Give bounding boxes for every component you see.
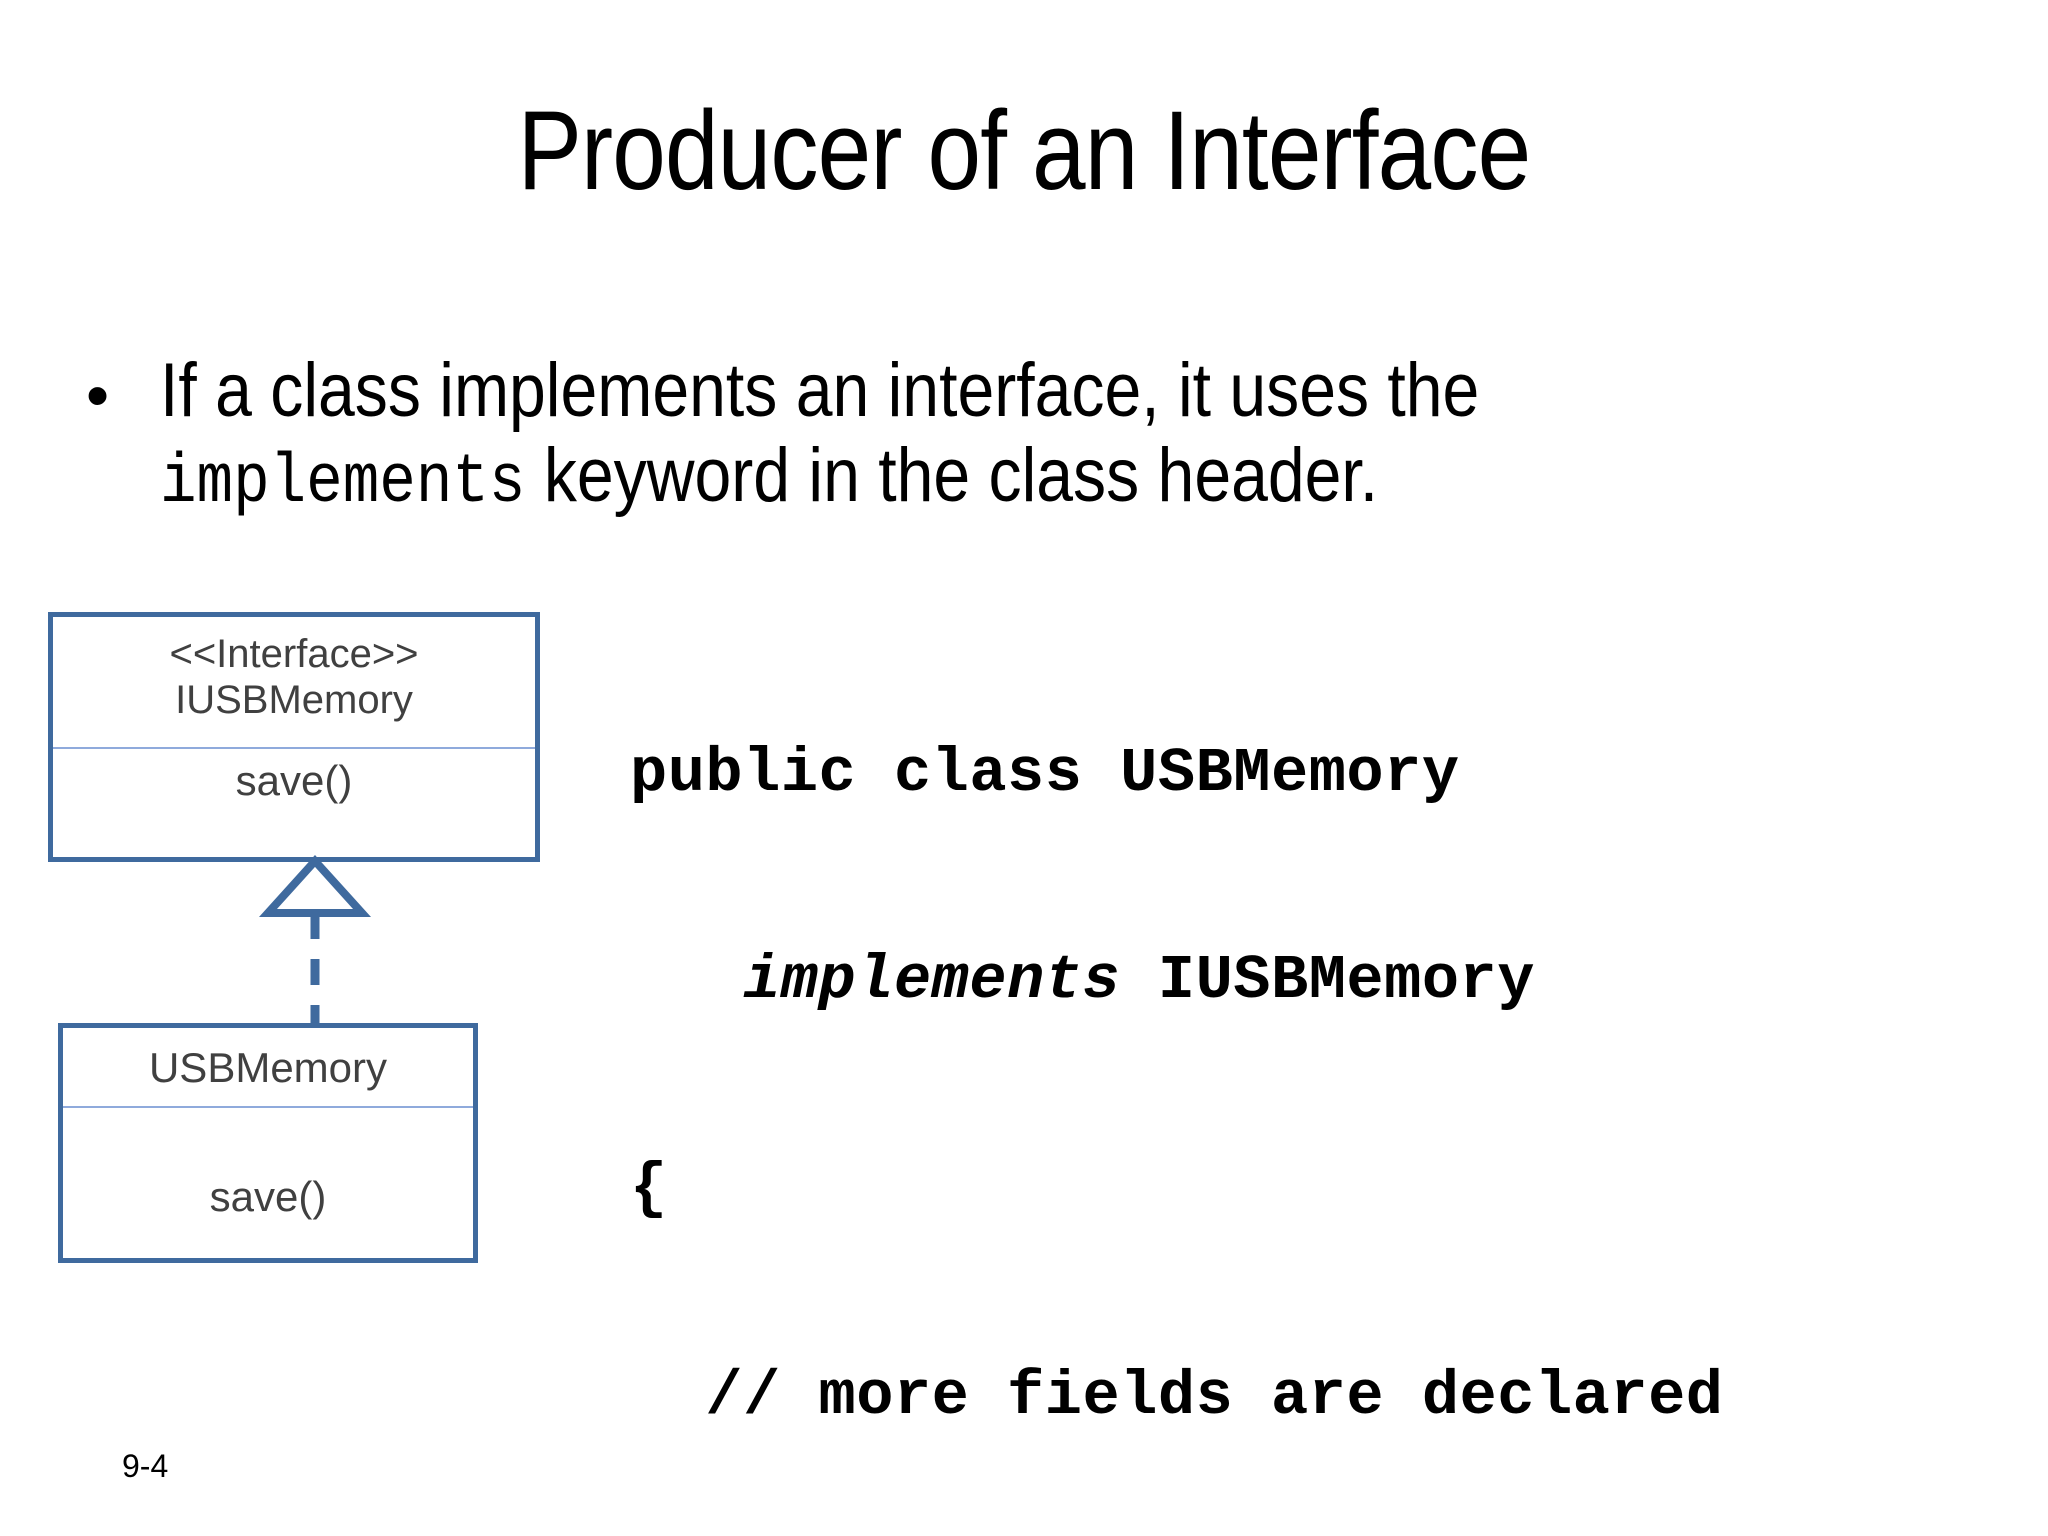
uml-class-box[interactable]: USBMemory save()	[58, 1023, 478, 1263]
uml-class-diagram: <<Interface>> IUSBMemory save() USBMemor…	[0, 0, 700, 1536]
uml-interface-stereotype: <<Interface>>	[169, 632, 419, 676]
uml-class-header: USBMemory	[63, 1044, 473, 1093]
uml-interface-method: save()	[235, 757, 353, 804]
bullet-text: If a class implements an interface, it u…	[160, 348, 1743, 524]
page-number: 9-4	[122, 1448, 169, 1484]
bullet-text-before: If a class implements an interface, it u…	[160, 348, 1480, 433]
code-keyword-implements: implements	[743, 945, 1121, 1017]
code-line-3: {	[630, 1153, 668, 1225]
code-line-2-rest: IUSBMemory	[1120, 945, 1535, 1017]
uml-interface-box[interactable]: <<Interface>> IUSBMemory save()	[48, 612, 540, 862]
code-sample: public class USBMemory implements IUSBMe…	[630, 614, 2030, 1536]
uml-class-name: USBMemory	[148, 1044, 388, 1091]
uml-interface-name: IUSBMemory	[175, 678, 413, 723]
code-line-2-indent	[630, 945, 743, 1016]
bullet-keyword-implements: implements	[160, 444, 526, 524]
uml-interface-divider	[53, 747, 535, 749]
bullet-text-after: keyword in the class header.	[525, 433, 1379, 519]
code-line-2: implements IUSBMemory	[630, 949, 2030, 1029]
page-title: Producer of an Interface	[517, 88, 1532, 213]
uml-interface-header: <<Interface>> IUSBMemory	[53, 631, 535, 724]
uml-class-method: save()	[209, 1173, 327, 1220]
uml-class-divider	[63, 1106, 473, 1108]
code-line-1: public class USBMemory	[630, 737, 1460, 809]
realization-arrow-icon	[258, 855, 372, 1027]
bullet-marker-icon: •	[86, 358, 110, 432]
code-line-4: // more fields are declared	[630, 1360, 1724, 1432]
